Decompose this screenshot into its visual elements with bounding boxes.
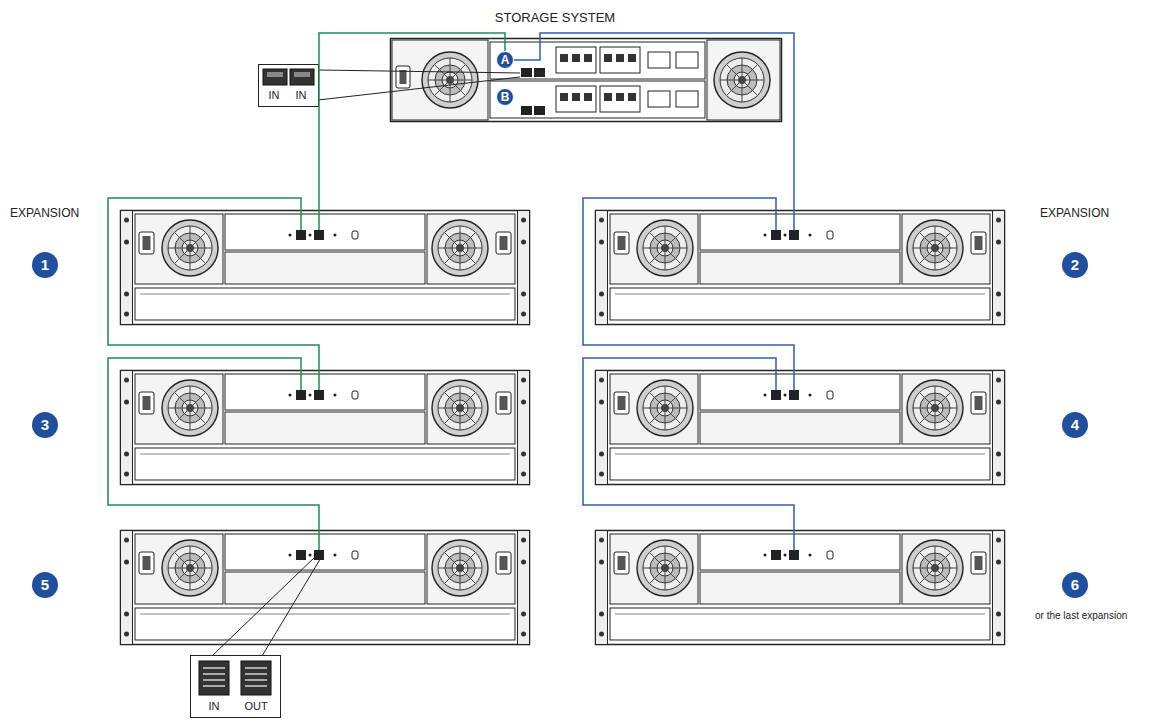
expansion-enclosure bbox=[121, 211, 530, 325]
controller-letter: B bbox=[497, 89, 513, 105]
port-label: IN bbox=[209, 700, 220, 713]
controller-letter: A bbox=[497, 52, 513, 68]
cable-connector bbox=[108, 198, 319, 370]
callout-number: 4 bbox=[1062, 412, 1088, 438]
cable-connector bbox=[514, 33, 794, 210]
cable-connector bbox=[583, 358, 794, 530]
callout-number: 1 bbox=[32, 252, 58, 278]
expansion-enclosure bbox=[596, 211, 1005, 325]
port-label: IN bbox=[269, 89, 280, 102]
callout-number: 3 bbox=[32, 412, 58, 438]
expansion-enclosure bbox=[121, 371, 530, 485]
storage-system: STORAGE SYSTEMAB bbox=[390, 38, 782, 122]
system-title: STORAGE SYSTEM bbox=[495, 10, 615, 25]
expansion-enclosure bbox=[596, 371, 1005, 485]
cable-connector bbox=[583, 198, 794, 370]
controller-badge: B bbox=[496, 88, 514, 106]
cable-connector bbox=[319, 33, 505, 210]
storage-chassis bbox=[391, 39, 782, 122]
expansion-enclosure bbox=[596, 531, 1005, 645]
expansion-box: EXPANSION2 bbox=[595, 210, 1005, 325]
callout-number: 6 bbox=[1062, 572, 1088, 598]
callout-number: 5 bbox=[32, 572, 58, 598]
expansion-box: 4 bbox=[595, 370, 1005, 485]
expansion-heading: EXPANSION bbox=[1040, 206, 1109, 220]
expansion-box: 5 bbox=[120, 530, 530, 645]
expansion-box: 6or the last expansion bbox=[595, 530, 1005, 645]
callout-number: 2 bbox=[1062, 252, 1088, 278]
expansion-box: 3 bbox=[120, 370, 530, 485]
port-inset bbox=[191, 556, 323, 718]
cable-stub bbox=[301, 210, 794, 550]
expansion-enclosure bbox=[121, 531, 530, 645]
note-text: or the last expansion bbox=[1035, 610, 1127, 621]
cable-connector bbox=[108, 358, 319, 530]
port-label: OUT bbox=[244, 700, 267, 713]
port-inset bbox=[259, 65, 521, 107]
controller-badge: A bbox=[496, 51, 514, 69]
port-label: IN bbox=[296, 89, 307, 102]
expansion-heading: EXPANSION bbox=[10, 206, 79, 220]
expansion-box: EXPANSION1 bbox=[120, 210, 530, 325]
